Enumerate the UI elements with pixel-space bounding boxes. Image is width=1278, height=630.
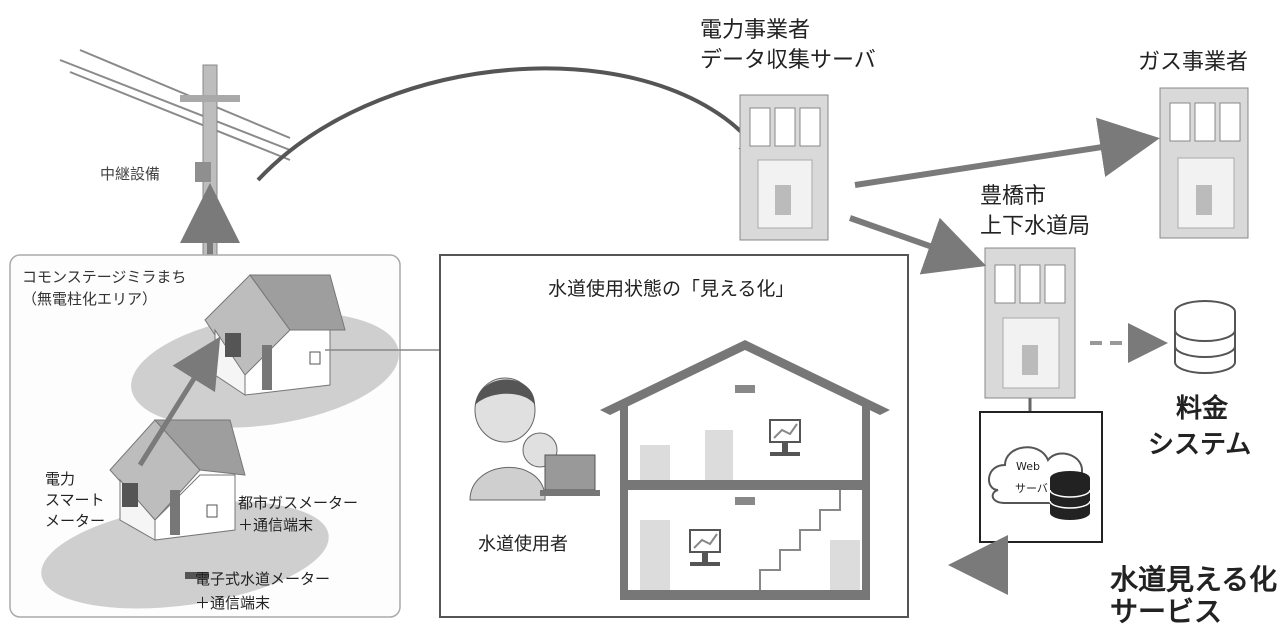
- service-label-line2: サービス: [1110, 595, 1223, 628]
- visualization-title: 水道使用状態の「見える化」: [548, 278, 795, 300]
- power-server-label-line2: データ収集サーバ: [700, 48, 876, 73]
- gas-label: ガス事業者: [1138, 50, 1249, 75]
- power-meter-label-line3: メーター: [45, 512, 106, 530]
- water-meter-label-line1: 電子式水道メーター: [195, 570, 331, 588]
- area-label-line1: コモンステージミラまち: [22, 268, 187, 286]
- house-interior: [600, 340, 890, 600]
- utility-pole: [59, 49, 291, 266]
- relay-label: 中継設備: [100, 165, 161, 183]
- web-server-label-line1: Web: [1016, 460, 1040, 473]
- power-meter-label-line2: スマート: [45, 491, 105, 509]
- relay-to-server-arrow: [256, 66, 770, 182]
- toyohashi-label-line2: 上下水道局: [980, 214, 1091, 239]
- billing-label-line2: システム: [1148, 430, 1252, 460]
- server-to-water-arrow: [849, 215, 987, 275]
- water-user-icon: [469, 377, 600, 501]
- toyohashi-label-line1: 豊橋市: [980, 184, 1047, 209]
- server-to-gas-arrow: [854, 117, 1160, 188]
- water-bureau-building: [984, 247, 1076, 399]
- gas-building: [1159, 87, 1249, 239]
- area-label-line2: （無電柱化エリア）: [22, 290, 158, 308]
- gas-meter-label-line2: ＋通信端末: [238, 516, 314, 534]
- house-upper: [204, 274, 346, 396]
- power-server-label-line1: 電力事業者: [700, 18, 811, 43]
- house-lower: [109, 419, 246, 579]
- power-meter-label-line1: 電力: [45, 470, 76, 488]
- billing-database-icon: [1174, 300, 1236, 374]
- web-server-database-icon: [1049, 471, 1091, 520]
- power-server-building: [739, 94, 829, 241]
- service-label-line1: 水道見える化: [1110, 563, 1278, 596]
- water-meter-label-line2: ＋通信端末: [195, 594, 271, 612]
- web-server-label-line2: サーバ: [1015, 482, 1048, 495]
- billing-label-line1: 料金: [1176, 394, 1229, 424]
- gas-meter-label-line1: 都市ガスメーター: [238, 494, 359, 512]
- house-chain-arrow: [137, 336, 221, 467]
- water-user-label: 水道使用者: [478, 534, 568, 555]
